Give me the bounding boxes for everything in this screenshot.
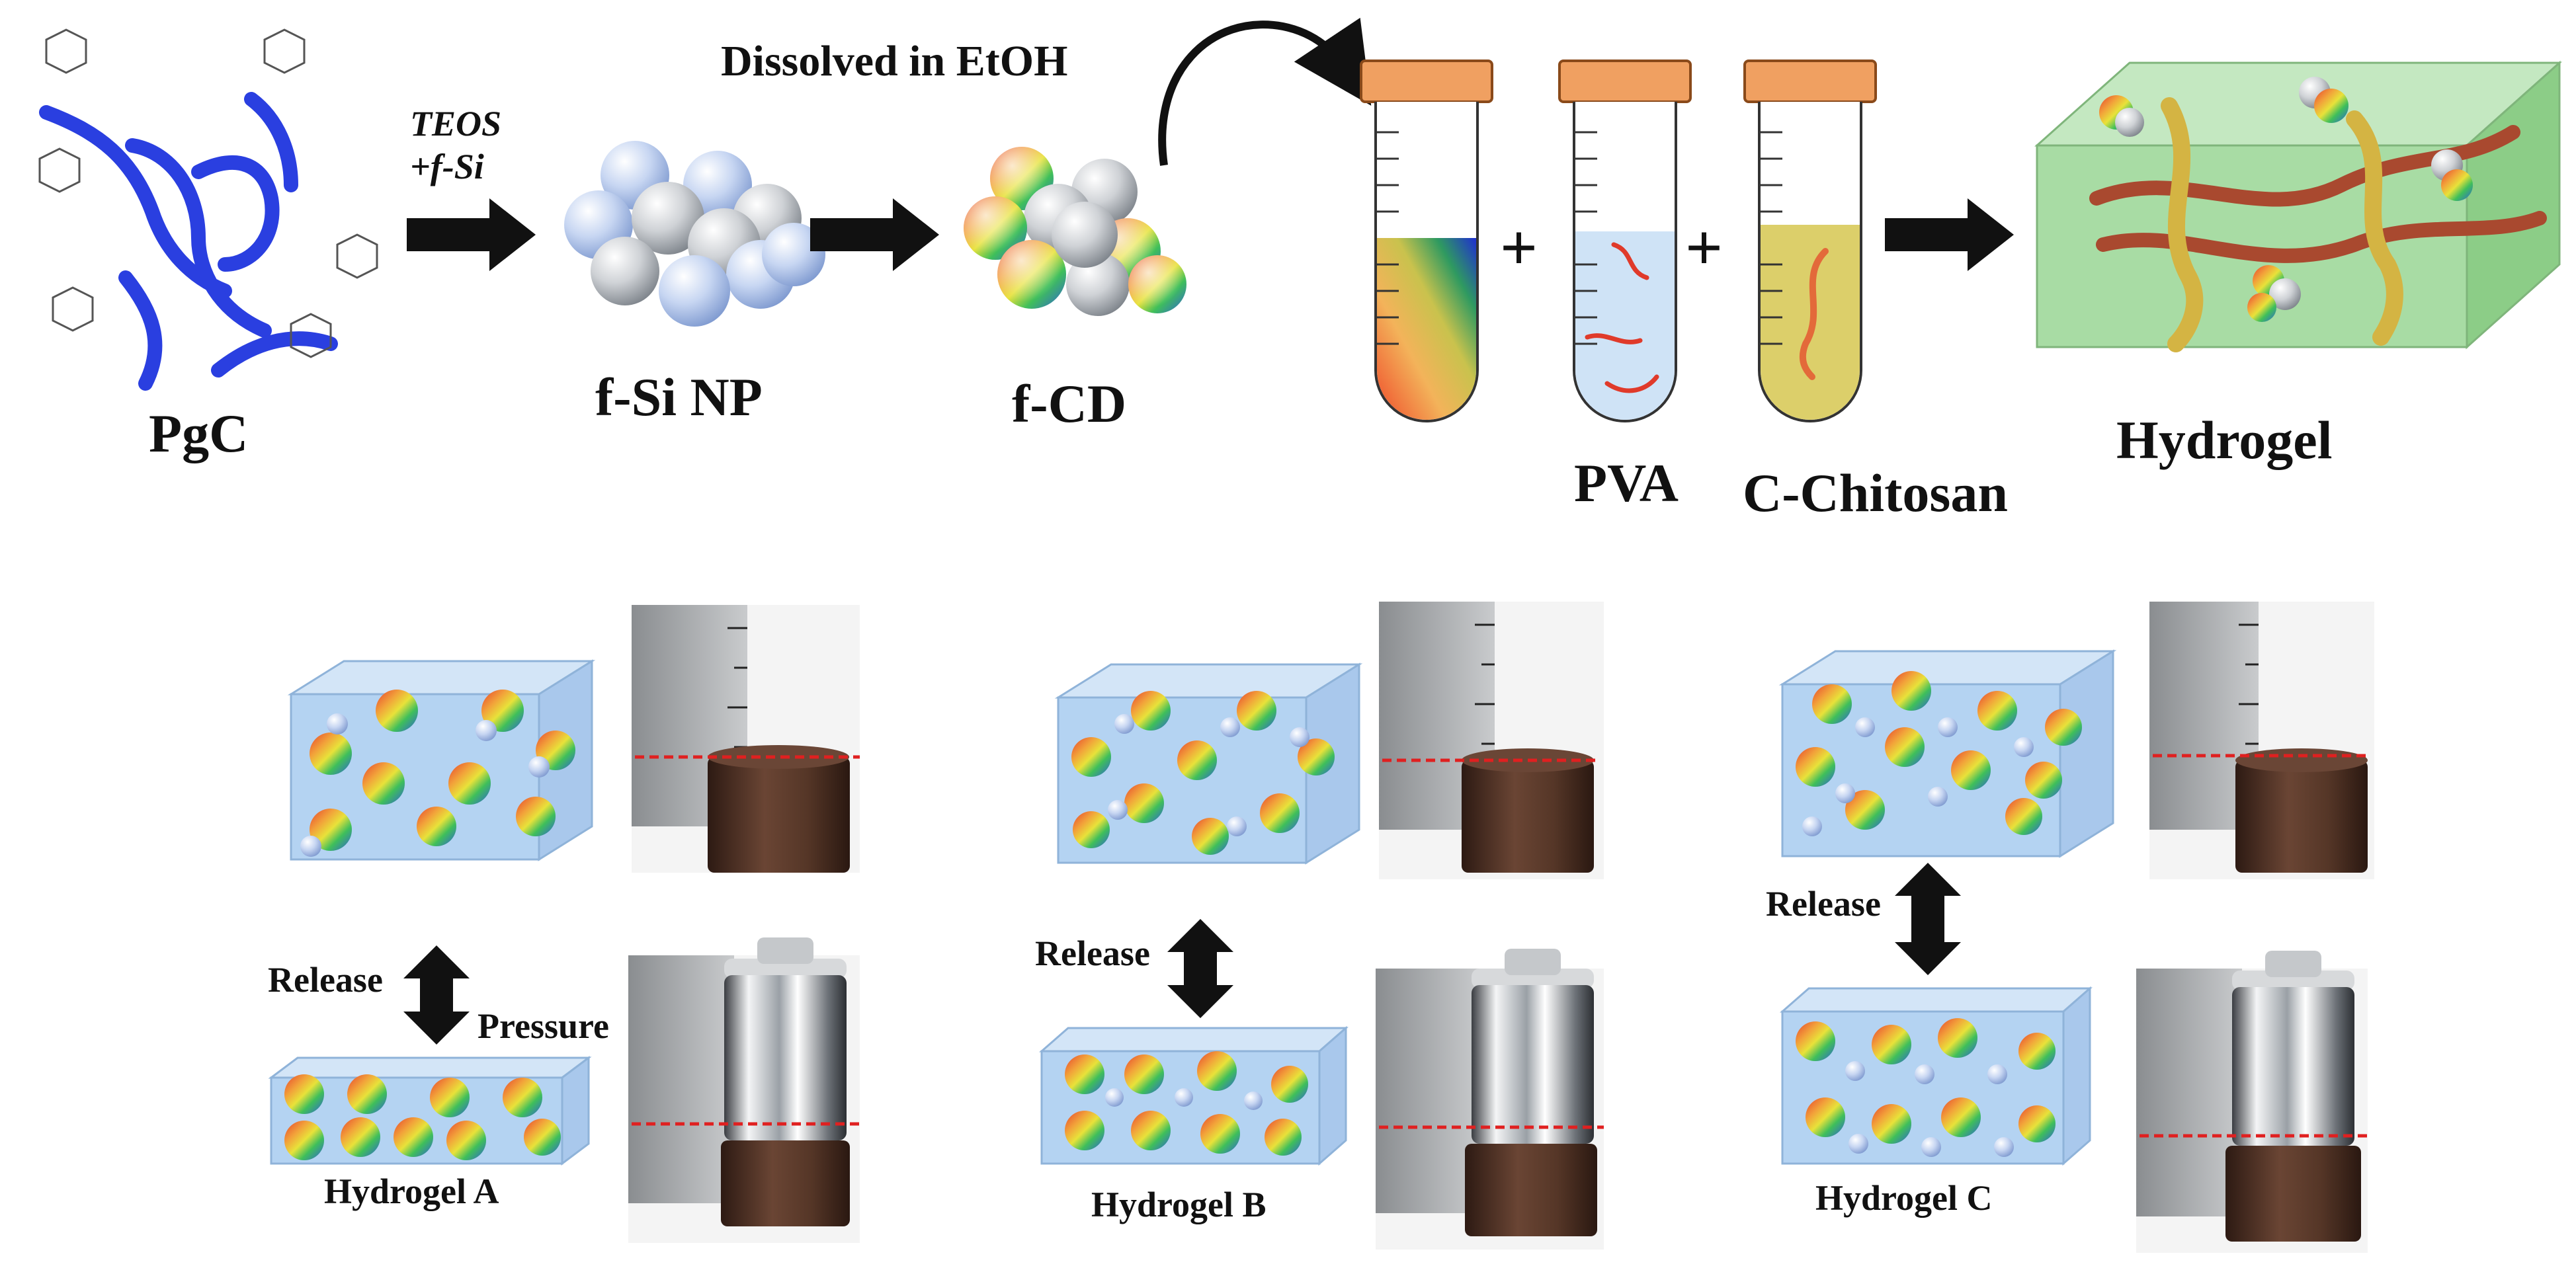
gel-box-c-bottom bbox=[1780, 986, 2093, 1166]
photo-a-uncompressed bbox=[632, 605, 860, 873]
hydrogel-network-box bbox=[2034, 60, 2562, 352]
gel-box-b-top bbox=[1054, 662, 1363, 865]
label-pgc: PgC bbox=[149, 403, 249, 463]
label-teos: TEOS bbox=[410, 104, 502, 143]
label-hydrogel-b: Hydrogel B bbox=[1091, 1185, 1267, 1224]
gel-box-b-bottom bbox=[1039, 1025, 1349, 1166]
label-fsi-reagent: +f-Si bbox=[410, 147, 484, 186]
gel-box-c-top bbox=[1778, 649, 2117, 858]
label-fcd: f-CD bbox=[1012, 374, 1127, 434]
label-cchitosan: C-Chitosan bbox=[1743, 463, 2008, 523]
photo-b-uncompressed bbox=[1379, 602, 1604, 879]
tube-cchitosan bbox=[1743, 60, 1877, 422]
label-plus-2: + bbox=[1685, 211, 1723, 284]
photo-c-compressed bbox=[2136, 951, 2368, 1253]
gel-box-a-top bbox=[287, 659, 596, 861]
photo-b-compressed bbox=[1376, 949, 1604, 1250]
fsi-np-cluster bbox=[564, 141, 825, 327]
arrow-to-hydrogel bbox=[1885, 198, 2014, 271]
pgc-structure bbox=[38, 28, 378, 391]
arrow-pgc-to-fsi bbox=[407, 198, 536, 271]
label-fsi-np: f-Si NP bbox=[595, 367, 763, 427]
label-hydrogel-c: Hydrogel C bbox=[1815, 1178, 1993, 1218]
double-arrow-a bbox=[403, 945, 470, 1045]
fcd-cluster bbox=[964, 147, 1186, 316]
label-hydrogel: Hydrogel bbox=[2116, 410, 2333, 470]
label-pressure-a: Pressure bbox=[478, 1006, 609, 1046]
tube-fcd bbox=[1360, 60, 1493, 422]
arrow-fsi-to-fcd bbox=[810, 198, 939, 271]
label-release-c: Release bbox=[1766, 884, 1881, 924]
double-arrow-c bbox=[1895, 863, 1961, 975]
curved-arrow bbox=[1158, 17, 1372, 166]
photo-c-uncompressed bbox=[2149, 602, 2374, 879]
label-hydrogel-a: Hydrogel A bbox=[324, 1172, 499, 1211]
label-release-a: Release bbox=[268, 960, 383, 1000]
photo-a-compressed bbox=[628, 937, 860, 1243]
label-pva: PVA bbox=[1574, 453, 1679, 513]
label-release-b: Release bbox=[1035, 934, 1150, 973]
label-dissolved: Dissolved in EtOH bbox=[721, 37, 1068, 85]
tube-pva bbox=[1558, 60, 1692, 422]
gel-box-a-bottom bbox=[268, 1056, 592, 1166]
double-arrow-b bbox=[1167, 919, 1233, 1018]
label-plus-1: + bbox=[1500, 211, 1538, 284]
